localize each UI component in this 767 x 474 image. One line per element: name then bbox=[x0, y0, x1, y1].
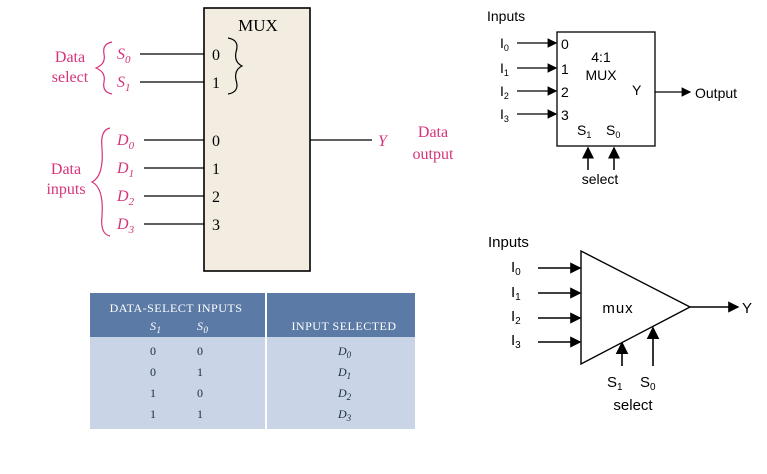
d2-label: D2 bbox=[116, 188, 135, 208]
box-input-i0: I0 bbox=[500, 35, 509, 53]
box-pin-3: 3 bbox=[561, 107, 569, 123]
header-selected: INPUT SELECTED bbox=[291, 319, 396, 333]
triangle-mux-diagram: Inputs I0 I1 I2 I3 mux Y S1 S0 select bbox=[488, 234, 752, 414]
cell-s0: 0 bbox=[197, 344, 203, 358]
data-inputs-label-1: Data bbox=[51, 161, 81, 178]
cell-s0: 1 bbox=[197, 407, 203, 421]
pin-s0: 0 bbox=[212, 47, 220, 64]
header-s1: S1 bbox=[150, 319, 162, 335]
d0-label: D0 bbox=[116, 132, 135, 152]
tri-input-i0: I0 bbox=[511, 259, 521, 278]
select-group-brace bbox=[94, 41, 113, 95]
tri-output-label: Y bbox=[742, 300, 752, 317]
header-s0: S0 bbox=[197, 319, 209, 335]
s1-label: S1 bbox=[117, 74, 131, 94]
cell-s1: 0 bbox=[150, 344, 156, 358]
tri-select-label: select bbox=[613, 397, 653, 414]
pin-d1: 1 bbox=[212, 161, 220, 178]
pin-d0: 0 bbox=[212, 133, 220, 150]
d1-label: D1 bbox=[116, 160, 134, 180]
tri-mux-body bbox=[580, 249, 692, 366]
header-group: DATA-SELECT INPUTS bbox=[110, 301, 243, 315]
tri-input-i3: I3 bbox=[511, 332, 521, 351]
mux-body bbox=[203, 7, 311, 272]
box-out-pin: Y bbox=[632, 82, 642, 98]
pin-d2: 2 bbox=[212, 189, 220, 206]
box-mux-diagram: Inputs I0 I1 I2 I3 0 1 2 3 4:1 MUX Y S1 … bbox=[487, 8, 737, 187]
box-pin-1: 1 bbox=[561, 61, 569, 77]
box-pin-2: 2 bbox=[561, 84, 569, 100]
select-brace bbox=[227, 37, 244, 95]
serif-mux-diagram: MUX S0S0 S1 0 1 Data select D0 D1 D2 D3 … bbox=[46, 7, 454, 272]
box-input-i2: I2 bbox=[500, 83, 509, 101]
data-select-label-2: select bbox=[52, 69, 89, 86]
cell-s1: 1 bbox=[150, 386, 156, 400]
cell-s0: 0 bbox=[197, 386, 203, 400]
tri-input-i1: I1 bbox=[511, 284, 521, 303]
box-title-mux: MUX bbox=[585, 67, 617, 83]
s0-label: S0S0 bbox=[117, 46, 131, 66]
box-mux-body bbox=[556, 31, 656, 147]
mux-title: MUX bbox=[238, 16, 278, 35]
box-output-label: Output bbox=[695, 85, 737, 101]
d3-label: D3 bbox=[116, 216, 135, 236]
output-label-2: output bbox=[413, 146, 454, 163]
truth-table: DATA-SELECT INPUTS S1 S0 INPUT SELECTED … bbox=[90, 293, 415, 429]
tri-body-label: mux bbox=[602, 300, 633, 317]
tri-inputs-label: Inputs bbox=[488, 234, 529, 251]
box-inputs-label: Inputs bbox=[487, 8, 525, 24]
output-label-1: Data bbox=[418, 124, 448, 141]
box-title-ratio: 4:1 bbox=[591, 49, 611, 65]
table-header-bg bbox=[90, 293, 415, 337]
tri-sel-s1: S1 bbox=[607, 374, 623, 393]
cell-s1: 1 bbox=[150, 407, 156, 421]
box-input-i1: I1 bbox=[500, 60, 509, 78]
pin-s1: 1 bbox=[212, 75, 220, 92]
tri-sel-s0: S0 bbox=[640, 374, 656, 393]
data-inputs-label-2: inputs bbox=[46, 181, 85, 198]
output-symbol: Y bbox=[378, 133, 389, 150]
cell-s1: 0 bbox=[150, 365, 156, 379]
inputs-group-brace bbox=[90, 127, 111, 237]
cell-s0: 1 bbox=[197, 365, 203, 379]
pin-d3: 3 bbox=[212, 217, 220, 234]
data-select-label-1: Data bbox=[55, 49, 85, 66]
box-input-i3: I3 bbox=[500, 106, 509, 124]
box-select-label: select bbox=[582, 171, 619, 187]
box-pin-0: 0 bbox=[561, 36, 569, 52]
tri-input-i2: I2 bbox=[511, 308, 521, 327]
